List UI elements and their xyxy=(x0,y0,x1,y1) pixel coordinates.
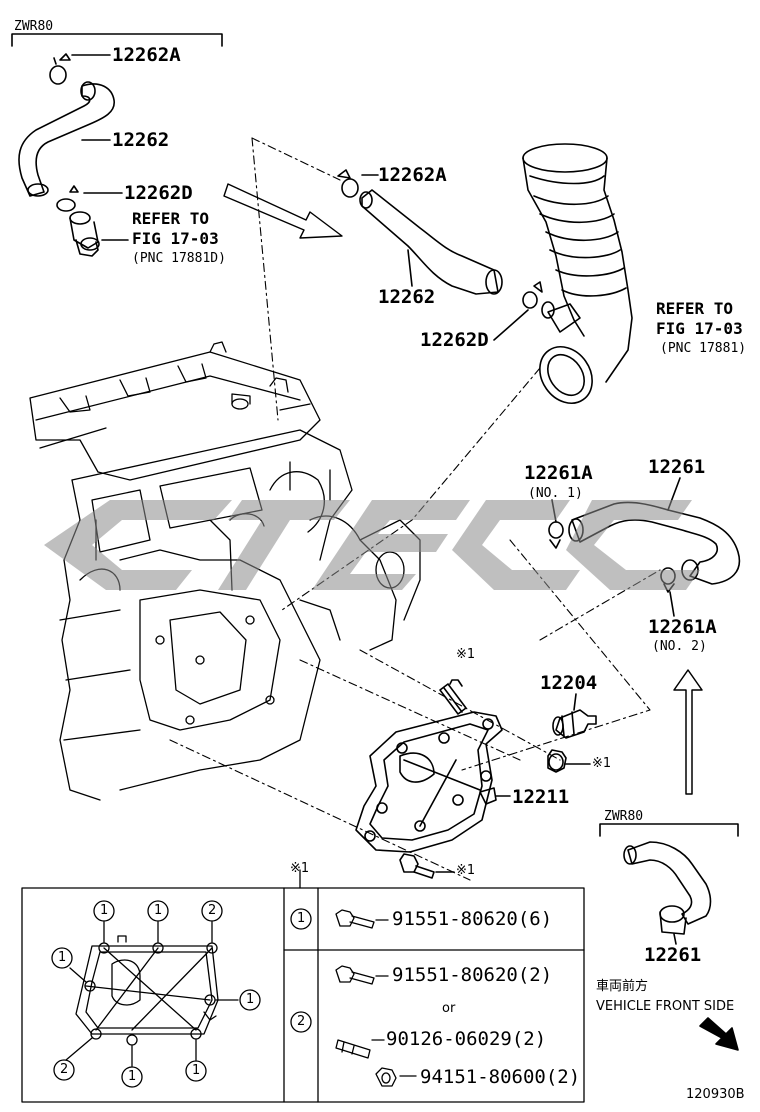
refer-left-line1: REFER TO xyxy=(132,209,210,228)
direction-arrow xyxy=(223,183,343,239)
variant-bracket-top xyxy=(11,33,223,47)
part-label-12262A-mid[interactable]: 12262A xyxy=(378,164,447,186)
part-label-12204[interactable]: 12204 xyxy=(540,672,598,694)
up-arrow xyxy=(673,669,703,795)
table-row2-part2[interactable]: 90126-06029(2) xyxy=(386,1028,547,1050)
refer-right-line1: REFER TO xyxy=(656,299,734,318)
part-label-12261-bottom[interactable]: 12261 xyxy=(644,944,702,966)
note-mark-nut: ※1 xyxy=(592,756,612,771)
variant-label-bottom: ZWR80 xyxy=(604,809,644,824)
flange-circle-1: 1 xyxy=(100,903,109,918)
part-label-12262-mid[interactable]: 12262 xyxy=(378,286,436,308)
part-label-12262D-mid[interactable]: 12262D xyxy=(420,329,489,351)
part-label-12261A-no2-suffix: (NO. 2) xyxy=(652,639,707,654)
flange-circle-2: 1 xyxy=(154,903,163,918)
clip-12261A-no2 xyxy=(660,567,676,593)
note-mark-bolt: ※1 xyxy=(456,863,476,878)
variant-label-top: ZWR80 xyxy=(14,19,54,34)
table-row2-part3[interactable]: 94151-80600(2) xyxy=(420,1066,581,1088)
sensor-12204 xyxy=(552,709,597,739)
clip-12262D-top xyxy=(56,185,79,212)
flange-sketch xyxy=(51,900,261,1088)
figure-id: 120930B xyxy=(686,1087,745,1102)
part-label-12261A-no2[interactable]: 12261A xyxy=(648,616,717,638)
guide-lines xyxy=(169,137,661,881)
clip-12262A-top xyxy=(49,53,71,85)
flange-circle-3: 2 xyxy=(208,903,217,918)
stud xyxy=(439,679,467,715)
bolt xyxy=(399,853,435,879)
note-mark-stud: ※1 xyxy=(456,647,476,662)
refer-left-line2[interactable]: FIG 17-03 xyxy=(132,229,219,248)
hose-12261-right xyxy=(568,501,741,585)
flange-circle-5: 1 xyxy=(246,992,255,1007)
part-label-12261-right[interactable]: 12261 xyxy=(648,456,706,478)
table-header-mark: ※1 xyxy=(290,861,310,876)
part-label-12262A-top[interactable]: 12262A xyxy=(112,44,181,66)
clip-12262A-mid xyxy=(337,169,359,198)
hose-12262-mid xyxy=(359,189,503,295)
flange-circle-6: 2 xyxy=(60,1062,69,1077)
part-label-12262D-top[interactable]: 12262D xyxy=(124,182,193,204)
hose-12262-top xyxy=(18,81,115,197)
flange-circle-8: 1 xyxy=(192,1063,201,1078)
table-row1-num: 1 xyxy=(297,911,306,926)
part-label-12261A-no1-suffix: (NO. 1) xyxy=(528,486,583,501)
refer-left-pnc: (PNC 17881D) xyxy=(132,251,226,266)
flange-circle-7: 1 xyxy=(128,1069,137,1084)
table-row2-or: or xyxy=(442,1001,456,1016)
flange-circle-4: 1 xyxy=(58,950,67,965)
nut xyxy=(547,749,567,773)
refer-right-line2[interactable]: FIG 17-03 xyxy=(656,319,743,338)
part-label-12261A-no1[interactable]: 12261A xyxy=(524,462,593,484)
vehicle-front-en: VEHICLE FRONT SIDE xyxy=(596,999,735,1014)
vehicle-front-jp: 車両前方 xyxy=(596,979,649,994)
table-row1-part1[interactable]: 91551-80620(6) xyxy=(392,908,553,930)
part-label-12211[interactable]: 12211 xyxy=(512,786,570,808)
fitting-top xyxy=(69,211,100,257)
refer-right-pnc: (PNC 17881) xyxy=(660,341,747,356)
clip-12261A-no1 xyxy=(548,521,564,549)
fastener-table xyxy=(21,869,585,1103)
variant-bracket-bottom xyxy=(599,823,739,837)
table-row2-part1[interactable]: 91551-80620(2) xyxy=(392,964,553,986)
air-intake-hose xyxy=(522,143,633,404)
engine-block xyxy=(29,341,421,801)
vehicle-front-arrow-icon xyxy=(699,1017,739,1051)
hose-12261-bottom xyxy=(623,841,712,935)
part-label-12262-top[interactable]: 12262 xyxy=(112,129,170,151)
table-row2-num: 2 xyxy=(297,1014,306,1029)
clip-12262D-mid xyxy=(522,281,543,309)
cover-12211 xyxy=(355,711,503,853)
